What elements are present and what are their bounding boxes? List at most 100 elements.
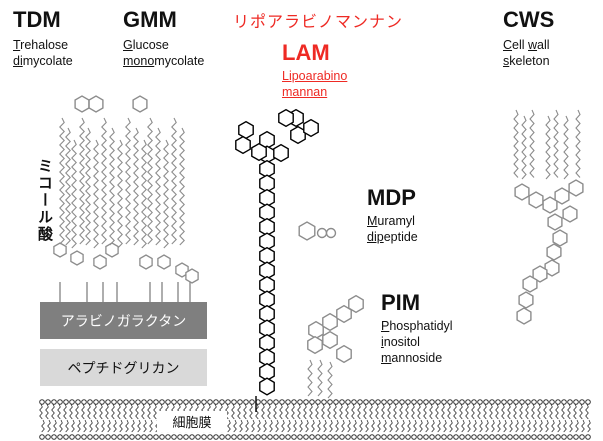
lipid-head bbox=[399, 434, 405, 440]
lipid-head bbox=[555, 399, 561, 405]
lipid-head bbox=[363, 399, 369, 405]
lipid-head bbox=[309, 434, 315, 440]
lipid-tail bbox=[311, 419, 315, 433]
lipid-tail bbox=[363, 403, 367, 420]
lipid-head bbox=[45, 434, 51, 440]
lipid-tail bbox=[477, 403, 481, 420]
pim-full-name: Phosphatidyl inositol mannoside bbox=[381, 319, 453, 365]
lipid-head bbox=[315, 399, 321, 405]
pim-hexagon bbox=[308, 320, 324, 340]
lipid-head bbox=[141, 399, 147, 405]
lipid-head bbox=[189, 434, 195, 440]
lipid-tail bbox=[317, 419, 321, 433]
fatty-acid-chain bbox=[133, 127, 139, 246]
lipid-tail bbox=[309, 403, 313, 420]
lipid-tail bbox=[93, 403, 97, 420]
lipid-tail bbox=[323, 419, 327, 433]
lipid-tail bbox=[537, 403, 541, 420]
lam-full-name: Lipoarabino mannan bbox=[282, 69, 348, 99]
fatty-acid-chain bbox=[171, 117, 177, 245]
lipid-tail bbox=[429, 403, 433, 420]
lipid-head bbox=[483, 399, 489, 405]
fatty-acid-chain bbox=[79, 117, 85, 245]
pim-abbr: PIM bbox=[381, 290, 421, 315]
lipid-tail bbox=[575, 419, 579, 433]
lipid-tail bbox=[419, 419, 423, 433]
lipid-head bbox=[495, 399, 501, 405]
lipid-head bbox=[171, 399, 177, 405]
lipid-tail bbox=[279, 403, 283, 420]
lipid-head bbox=[339, 399, 345, 405]
lipid-head bbox=[573, 399, 579, 405]
lipid-tail bbox=[81, 403, 85, 420]
lipid-tail bbox=[423, 403, 427, 420]
lipid-head bbox=[513, 434, 519, 440]
lipid-tail bbox=[395, 419, 399, 433]
lipid-head bbox=[447, 399, 453, 405]
lipid-tail bbox=[123, 403, 127, 420]
lipid-head bbox=[315, 434, 321, 440]
lipid-head bbox=[267, 434, 273, 440]
lipid-tail bbox=[471, 403, 475, 420]
lipid-head bbox=[93, 434, 99, 440]
lipid-tail bbox=[525, 403, 529, 420]
lipid-head bbox=[525, 434, 531, 440]
lipid-tail bbox=[413, 419, 417, 433]
lipid-tail bbox=[579, 403, 583, 420]
lipid-tail bbox=[83, 419, 87, 433]
lipid-tail bbox=[483, 403, 487, 420]
lipid-head bbox=[387, 399, 393, 405]
lipid-tail bbox=[237, 403, 241, 420]
lipid-head bbox=[429, 399, 435, 405]
lipid-tail bbox=[135, 403, 139, 420]
fatty-acid-chain bbox=[141, 139, 147, 249]
lipid-head bbox=[165, 399, 171, 405]
cell-membrane-label: 細胞膜 bbox=[157, 411, 227, 432]
lipid-tail bbox=[263, 419, 267, 433]
lipid-tail bbox=[87, 403, 91, 420]
lipid-head bbox=[333, 434, 339, 440]
cws-hexagon bbox=[518, 291, 534, 309]
lipid-tail bbox=[239, 419, 243, 433]
pim-lipid-tail bbox=[317, 359, 323, 397]
lipid-head bbox=[501, 434, 507, 440]
lipid-head bbox=[279, 399, 285, 405]
lipid-tail bbox=[359, 419, 363, 433]
lipid-head bbox=[471, 434, 477, 440]
lipid-head bbox=[417, 399, 423, 405]
fatty-acid-chain bbox=[101, 117, 107, 245]
lipid-tail bbox=[417, 403, 421, 420]
lipid-tail bbox=[581, 419, 585, 433]
lam-japanese-name: リポアラビノマンナン bbox=[233, 12, 404, 31]
lipid-head bbox=[159, 399, 165, 405]
lipid-head bbox=[237, 434, 243, 440]
lipid-head bbox=[291, 434, 297, 440]
lipid-tail bbox=[567, 403, 571, 420]
lam-abbr: LAM bbox=[282, 40, 330, 65]
lipid-head bbox=[477, 434, 483, 440]
lipid-head bbox=[243, 399, 249, 405]
lipid-tail bbox=[99, 403, 103, 420]
lipid-tail bbox=[95, 419, 99, 433]
lipid-head bbox=[369, 399, 375, 405]
lipid-tail bbox=[501, 403, 505, 420]
lipid-tail bbox=[587, 419, 591, 433]
cws-hexagon bbox=[516, 307, 532, 325]
lipid-head bbox=[231, 399, 237, 405]
mdp-peptide-circle bbox=[316, 227, 328, 239]
lipid-head bbox=[261, 399, 267, 405]
lipid-tail bbox=[369, 403, 373, 420]
lipid-head bbox=[567, 434, 573, 440]
lipid-head bbox=[405, 399, 411, 405]
lipid-tail bbox=[383, 419, 387, 433]
lipid-tail bbox=[297, 403, 301, 420]
lipid-head bbox=[345, 434, 351, 440]
lipid-head bbox=[153, 434, 159, 440]
lipid-tail bbox=[75, 403, 79, 420]
lipid-tail bbox=[57, 403, 61, 420]
lipid-tail bbox=[435, 403, 439, 420]
lipid-head bbox=[231, 434, 237, 440]
cws-hexagon bbox=[547, 213, 563, 231]
lipid-tail bbox=[497, 419, 501, 433]
lipid-head bbox=[321, 434, 327, 440]
